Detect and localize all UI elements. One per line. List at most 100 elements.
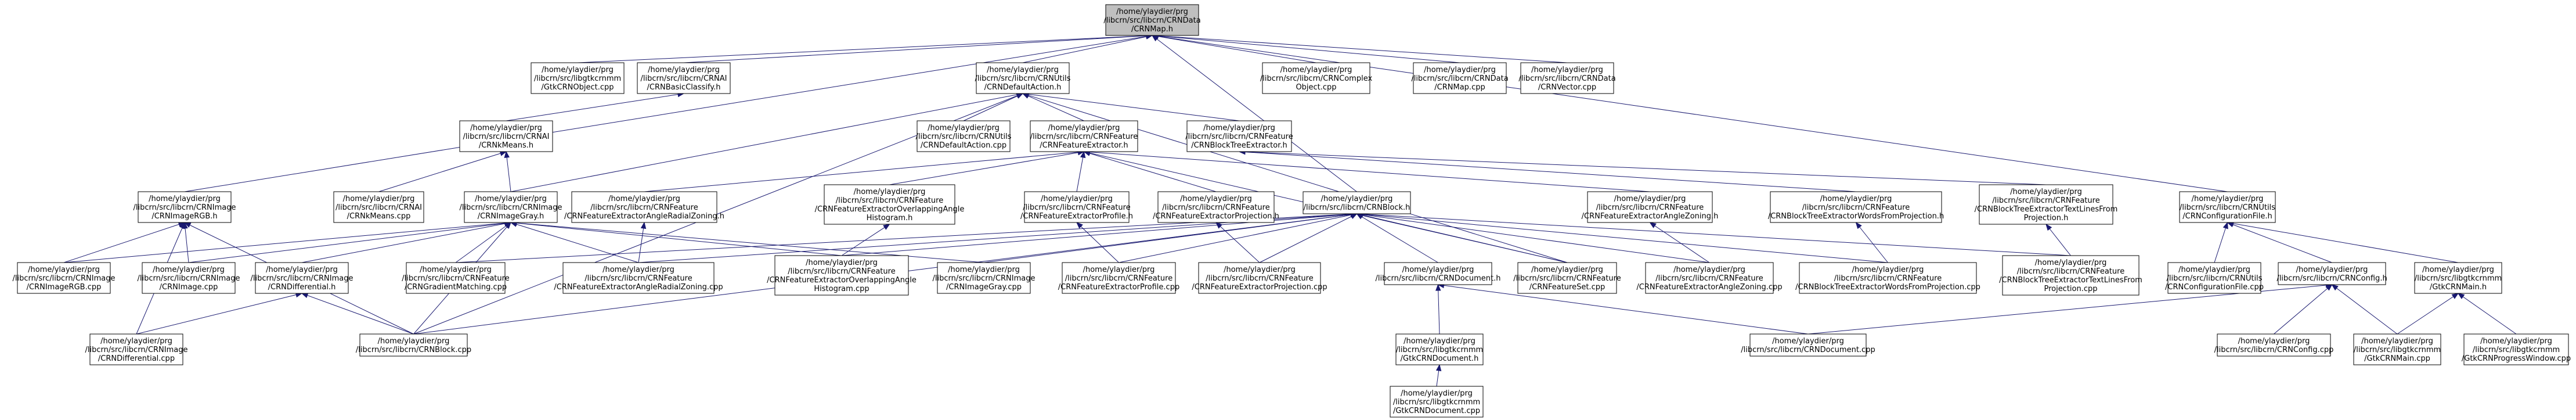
node-defaultaction-h[interactable]: /home/ylaydier/prg/libcrn/src/libcrn/CRN… bbox=[975, 62, 1071, 94]
node-map-cpp[interactable]: /home/ylaydier/prg/libcrn/src/libcrn/CRN… bbox=[1411, 62, 1509, 94]
node-label-line: Histogram.h bbox=[867, 214, 913, 222]
node-configurationfile-cpp[interactable]: /home/ylaydier/prg/libcrn/src/libcrn/CRN… bbox=[2165, 262, 2264, 294]
edge-block_h-wordsfromprojection_cpp bbox=[1356, 213, 1888, 263]
node-gtkmain-h[interactable]: /home/ylaydier/prg/libcrn/src/libgtkcrnm… bbox=[2414, 262, 2502, 294]
node-label-line: /home/ylaydier/prg bbox=[343, 195, 415, 203]
node-block-h[interactable]: /home/ylaydier/prg/libcrn/src/libcrn/CRN… bbox=[1303, 191, 1411, 214]
node-angleradialzoning-cpp[interactable]: /home/ylaydier/prg/libcrn/src/libcrn/CRN… bbox=[554, 262, 723, 294]
node-box bbox=[17, 262, 111, 294]
node-textlinesfromprojection-h[interactable]: /home/ylaydier/prg/libcrn/src/libcrn/CRN… bbox=[1975, 184, 2118, 225]
node-kmeans-h[interactable]: /home/ylaydier/prg/libcrn/src/libcrn/CRN… bbox=[459, 120, 553, 152]
node-gtkmain-cpp[interactable]: /home/ylaydier/prg/libcrn/src/libgtkcrnm… bbox=[2353, 333, 2441, 365]
node-box bbox=[142, 262, 236, 294]
node-block-cpp[interactable]: /home/ylaydier/prg/libcrn/src/libcrn/CRN… bbox=[356, 333, 471, 357]
node-box bbox=[1395, 333, 1484, 365]
node-projection-h[interactable]: /home/ylaydier/prg/libcrn/src/libcrn/CRN… bbox=[1153, 191, 1279, 223]
node-complexobject[interactable]: /home/ylaydier/prg/libcrn/src/libcrn/CRN… bbox=[1260, 62, 1373, 94]
node-featureset-cpp[interactable]: /home/ylaydier/prg/libcrn/src/libcrn/CRN… bbox=[1513, 262, 1621, 294]
edge-blocktreeextractor_h-textlinesfromprojection_h bbox=[1239, 151, 2047, 185]
node-gradientmatching[interactable]: /home/ylaydier/prg/libcrn/src/libcrn/CRN… bbox=[402, 262, 510, 294]
node-label-line: /home/ylaydier/prg bbox=[1280, 66, 1352, 74]
node-label-line: /CRNkMeans.h bbox=[479, 141, 533, 150]
node-gtkobject[interactable]: /home/ylaydier/prg/libcrn/src/libgtkcrnm… bbox=[531, 62, 625, 94]
node-anglezoning-h[interactable]: /home/ylaydier/prg/libcrn/src/libcrn/CRN… bbox=[1582, 191, 1719, 223]
node-label-line: /libcrn/src/libcrn/CRNBlock.cpp bbox=[356, 346, 471, 354]
node-label-line: /libcrn/src/libcrn/CRNDocument.cpp bbox=[1741, 346, 1875, 354]
node-overlapping-h[interactable]: /home/ylaydier/prg/libcrn/src/libcrn/CRN… bbox=[815, 184, 965, 225]
node-box bbox=[1413, 62, 1507, 94]
node-box bbox=[2414, 262, 2502, 294]
node-differential-h[interactable]: /home/ylaydier/prg/libcrn/src/libcrn/CRN… bbox=[250, 262, 353, 294]
edge-anglezoning_h-anglezoning_cpp bbox=[1650, 222, 1710, 263]
node-box bbox=[1157, 191, 1275, 223]
node-imagegray-h[interactable]: /home/ylaydier/prg/libcrn/src/libcrn/CRN… bbox=[459, 191, 562, 223]
node-label-line: /CRNVector.cpp bbox=[1538, 83, 1596, 92]
node-gtkdocument-cpp[interactable]: /home/ylaydier/prg/libcrn/src/libgtkcrnm… bbox=[1390, 386, 1484, 418]
edge-arrowhead bbox=[504, 150, 510, 158]
node-label-line: /libcrn/src/libcrn/CRNConfig.cpp bbox=[2214, 346, 2334, 354]
node-document-h[interactable]: /home/ylaydier/prg/libcrn/src/libcrn/CRN… bbox=[1375, 262, 1501, 285]
edge-imagegray_h-imagegray_cpp bbox=[510, 222, 984, 263]
node-gtkdocument-h[interactable]: /home/ylaydier/prg/libcrn/src/libgtkcrnm… bbox=[1395, 333, 1484, 365]
node-box bbox=[2278, 262, 2386, 285]
node-box bbox=[637, 62, 731, 94]
node-profile-h[interactable]: /home/ylaydier/prg/libcrn/src/libcrn/CRN… bbox=[1020, 191, 1133, 223]
node-label-line: /CRNFeatureExtractorAngleRadialZoning.cp… bbox=[554, 283, 723, 292]
node-wordsfromprojection-h[interactable]: /home/ylaydier/prg/libcrn/src/libcrn/CRN… bbox=[1768, 191, 1944, 223]
node-profile-cpp[interactable]: /home/ylaydier/prg/libcrn/src/libcrn/CRN… bbox=[1058, 262, 1179, 294]
node-vector-cpp[interactable]: /home/ylaydier/prg/libcrn/src/libcrn/CRN… bbox=[1518, 62, 1616, 94]
node-document-cpp[interactable]: /home/ylaydier/prg/libcrn/src/libcrn/CRN… bbox=[1741, 333, 1875, 357]
node-textlinesfromprojection-cpp[interactable]: /home/ylaydier/prg/libcrn/src/libcrn/CRN… bbox=[1999, 255, 2142, 296]
node-configurationfile-h[interactable]: /home/ylaydier/prg/libcrn/src/libcrn/CRN… bbox=[2179, 191, 2276, 223]
node-overlapping-cpp[interactable]: /home/ylaydier/prg/libcrn/src/libcrn/CRN… bbox=[767, 255, 917, 296]
node-wordsfromprojection-cpp[interactable]: /home/ylaydier/prg/libcrn/src/libcrn/CRN… bbox=[1795, 262, 1980, 294]
node-blocktreeextractor-h[interactable]: /home/ylaydier/prg/libcrn/src/libcrn/CRN… bbox=[1185, 120, 1293, 152]
node-label-line: /GtkCRNProgressWindow.cpp bbox=[2462, 354, 2571, 363]
node-progresswindow-cpp[interactable]: /home/ylaydier/prg/libcrn/src/libgtkcrnm… bbox=[2462, 333, 2571, 365]
node-differential-cpp[interactable]: /home/ylaydier/prg/libcrn/src/libcrn/CRN… bbox=[85, 333, 188, 365]
node-label-line: /libcrn/src/libcrn/CRNDocument.h bbox=[1375, 274, 1500, 283]
node-imagergb-h[interactable]: /home/ylaydier/prg/libcrn/src/libcrn/CRN… bbox=[133, 191, 236, 223]
edge-imagergb_h-imagergb_cpp bbox=[63, 222, 185, 263]
node-label-line: /CRNFeatureExtractorOverlappingAngle bbox=[815, 205, 965, 214]
node-config-h[interactable]: /home/ylaydier/prg/libcrn/src/libcrn/CRN… bbox=[2276, 262, 2387, 285]
node-label-line: /home/ylaydier/prg bbox=[153, 265, 225, 274]
edge-arrowhead bbox=[1076, 222, 1083, 229]
edge-arrowhead bbox=[301, 293, 309, 299]
node-box bbox=[2167, 262, 2261, 294]
node-featureextractor-h[interactable]: /home/ylaydier/prg/libcrn/src/libcrn/CRN… bbox=[1030, 120, 1138, 152]
node-imagegray-cpp[interactable]: /home/ylaydier/prg/libcrn/src/libcrn/CRN… bbox=[932, 262, 1036, 294]
node-anglezoning-cpp[interactable]: /home/ylaydier/prg/libcrn/src/libcrn/CRN… bbox=[1636, 262, 1783, 294]
node-box bbox=[359, 333, 468, 357]
edge-block_h-projection_cpp bbox=[1259, 213, 1357, 263]
node-kmeans-cpp[interactable]: /home/ylaydier/prg/libcrn/src/libcrn/CRN… bbox=[333, 191, 424, 223]
node-box bbox=[2179, 191, 2276, 223]
node-config-cpp[interactable]: /home/ylaydier/prg/libcrn/src/libcrn/CRN… bbox=[2214, 333, 2334, 357]
node-box bbox=[138, 191, 232, 223]
node-box bbox=[1384, 262, 1492, 285]
node-label-line: /libcrn/src/libcrn/CRNImage bbox=[459, 203, 562, 212]
node-label-line: /libcrn/src/libcrn/CRNFeature bbox=[836, 196, 943, 205]
node-label-line: /home/ylaydier/prg bbox=[1116, 8, 1188, 16]
node-imagergb-cpp[interactable]: /home/ylaydier/prg/libcrn/src/libcrn/CRN… bbox=[12, 262, 116, 294]
node-defaultaction-cpp[interactable]: /home/ylaydier/prg/libcrn/src/libcrn/CRN… bbox=[916, 120, 1012, 152]
edge-root-vector_cpp bbox=[1152, 35, 1568, 63]
node-label-line: /libcrn/src/libgtkcrnmm bbox=[2415, 274, 2502, 283]
node-label-line: /CRNBlockTreeExtractor.h bbox=[1191, 141, 1287, 150]
node-label-line: /home/ylaydier/prg bbox=[2296, 265, 2368, 274]
edge-gtkmain_h-gtkmain_cpp bbox=[2397, 293, 2459, 335]
node-basicclassify[interactable]: /home/ylaydier/prg/libcrn/src/libcrn/CRN… bbox=[637, 62, 731, 94]
node-box bbox=[2002, 255, 2140, 296]
node-angleradialzoning-h[interactable]: /home/ylaydier/prg/libcrn/src/libcrn/CRN… bbox=[564, 191, 724, 223]
node-projection-cpp[interactable]: /home/ylaydier/prg/libcrn/src/libcrn/CRN… bbox=[1192, 262, 1327, 294]
node-label-line: /home/ylaydier/prg bbox=[378, 337, 450, 346]
edge-root-basicclassify bbox=[683, 35, 1153, 63]
node-label-line: /libcrn/src/libcrn/CRNData bbox=[1518, 74, 1615, 83]
edge-arrowhead bbox=[1855, 221, 1862, 229]
node-label-line: /libcrn/src/libcrn/CRNUtils bbox=[2167, 274, 2263, 283]
node-label-line: /home/ylaydier/prg bbox=[2238, 337, 2310, 346]
node-image-cpp[interactable]: /home/ylaydier/prg/libcrn/src/libcrn/CRN… bbox=[137, 262, 240, 294]
node-root[interactable]: /home/ylaydier/prg/libcrn/src/libcrn/CRN… bbox=[1103, 4, 1201, 36]
edge-featureextractor_h-overlapping_h bbox=[889, 151, 1084, 185]
node-box bbox=[1517, 262, 1617, 294]
